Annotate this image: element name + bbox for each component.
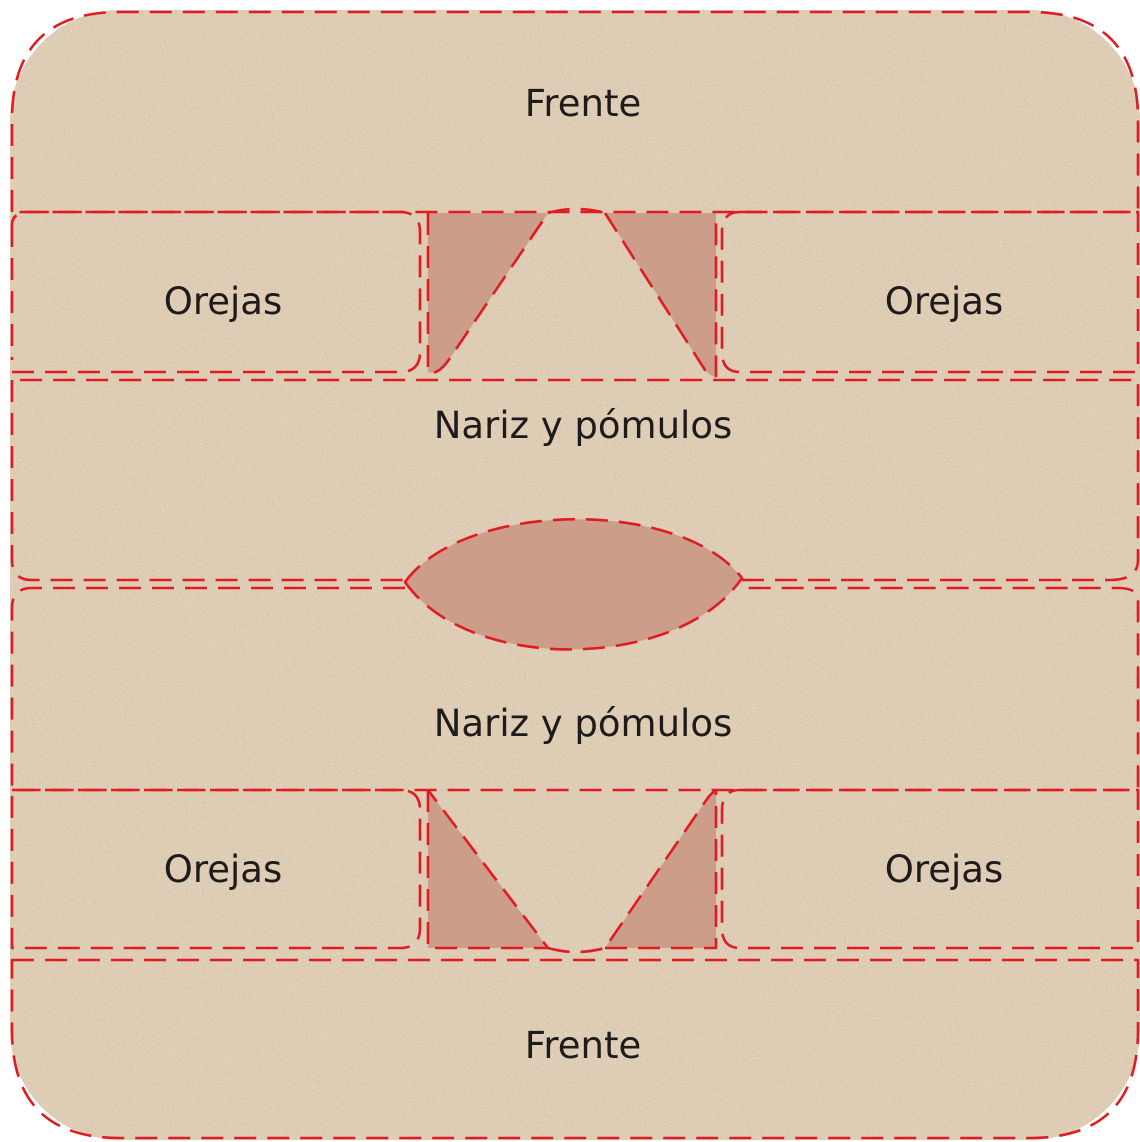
region-label-lower-nose-cheeks: Nariz y pómulos <box>434 702 733 745</box>
region-label-bottom-forehead: Frente <box>525 1024 641 1067</box>
region-label-upper-left-ears: Orejas <box>164 280 283 323</box>
region-label-lower-left-ears: Orejas <box>164 848 283 891</box>
region-label-lower-right-ears: Orejas <box>885 848 1004 891</box>
region-label-upper-right-ears: Orejas <box>885 280 1004 323</box>
region-label-upper-nose-cheeks: Nariz y pómulos <box>434 404 733 447</box>
region-label-top-forehead: Frente <box>525 82 641 125</box>
